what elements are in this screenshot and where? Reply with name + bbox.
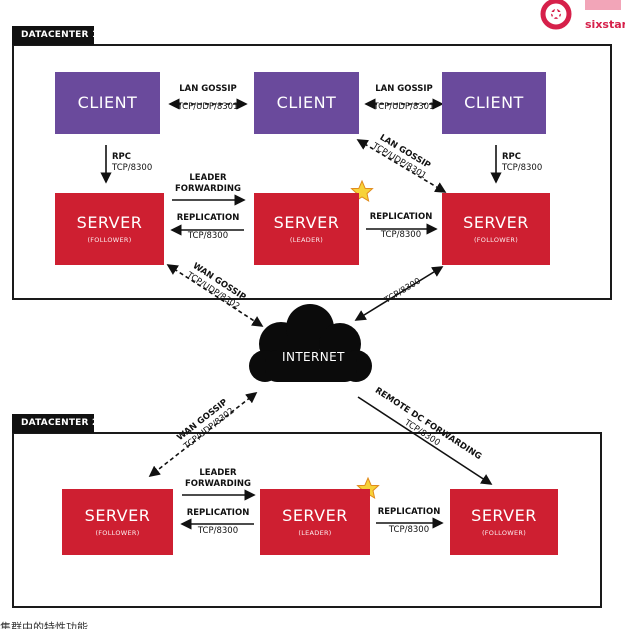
- label-lan-gossip-1: LAN GOSSIP TCP/UDP/8301: [168, 84, 248, 112]
- server-title: SERVER: [273, 212, 340, 232]
- client-node-dc1-right: CLIENT: [442, 72, 546, 134]
- edge-proto: TCP/8300: [380, 229, 422, 240]
- server-node-dc1-mid: SERVER (LEADER): [254, 193, 359, 265]
- edge-proto: TCP/8300: [388, 524, 430, 535]
- edge-title: LEADER FORWARDING: [174, 173, 241, 194]
- server-role: (FOLLOWER): [87, 235, 132, 244]
- label-lan-gossip-2: LAN GOSSIP TCP/UDP/8301: [364, 84, 444, 112]
- server-node-dc2-right: SERVER (FOLLOWER): [450, 489, 558, 555]
- edge-title: REPLICATION: [176, 213, 240, 223]
- client-node-dc1-left: CLIENT: [55, 72, 160, 134]
- edge-lan-gossip-diag: [356, 139, 447, 193]
- sixstar-logo-icon: [540, 0, 572, 30]
- server-role: (LEADER): [298, 528, 332, 537]
- edge-proto: TCP/8300: [112, 162, 153, 173]
- edge-proto: TCP/8300: [187, 230, 229, 241]
- edge-proto: TCP/UDP/8301: [373, 101, 435, 112]
- edge-remote-dc-forwarding: [357, 396, 493, 485]
- edge-title: RPC: [502, 152, 522, 162]
- server-role: (FOLLOWER): [481, 528, 527, 537]
- label-dc2-leader-forwarding: LEADER FORWARDING: [178, 468, 258, 489]
- client-title: CLIENT: [276, 93, 337, 112]
- label-rpc-left: RPC TCP/8300: [112, 152, 152, 173]
- datacenter-1-frame: [12, 44, 612, 300]
- edge-title: RPC: [112, 152, 132, 162]
- client-title: CLIENT: [464, 93, 524, 112]
- edge-title: REPLICATION: [186, 508, 250, 518]
- edge-title: LAN GOSSIP: [375, 84, 433, 94]
- caption-text: 集群中的特性功能: [0, 621, 88, 629]
- server-role: (FOLLOWER): [473, 235, 519, 244]
- datacenter-2-frame: [12, 432, 602, 608]
- server-role: (FOLLOWER): [95, 528, 140, 537]
- label-rpc-right: RPC TCP/8300: [502, 152, 542, 173]
- label-dc2-replication-left: REPLICATION TCP/8300: [178, 508, 258, 536]
- client-node-dc1-mid: CLIENT: [254, 72, 359, 134]
- server-title: SERVER: [463, 212, 529, 232]
- edge-proto: TCP/8300: [197, 525, 239, 536]
- edge-wan-gossip-dc2: [148, 391, 258, 478]
- server-title: SERVER: [471, 505, 537, 525]
- client-title: CLIENT: [77, 93, 138, 112]
- internet-label: INTERNET: [282, 350, 345, 364]
- datacenter-1-label: DATACENTER 1: [12, 26, 98, 45]
- label-dc1-leader-forwarding: LEADER FORWARDING: [168, 173, 248, 194]
- edge-proto: TCP/UDP/8301: [177, 101, 239, 112]
- edge-wan-gossip-dc1: [166, 264, 264, 327]
- server-node-dc1-right: SERVER (FOLLOWER): [442, 193, 550, 265]
- edge-proto: TCP/8300: [502, 162, 543, 173]
- server-node-dc1-left: SERVER (FOLLOWER): [55, 193, 164, 265]
- server-title: SERVER: [84, 505, 151, 525]
- datacenter-2-label: DATACENTER 2: [12, 414, 98, 433]
- server-node-dc2-left: SERVER (FOLLOWER): [62, 489, 173, 555]
- edge-title: REPLICATION: [369, 212, 433, 222]
- label-dc1-replication-left: REPLICATION TCP/8300: [168, 213, 248, 241]
- server-role: (LEADER): [289, 235, 324, 244]
- logo-text: sixstar: [585, 18, 625, 31]
- edge-title: LAN GOSSIP: [179, 84, 237, 94]
- server-title: SERVER: [76, 212, 143, 232]
- server-node-dc2-mid: SERVER (LEADER): [260, 489, 370, 555]
- internet-cloud-icon: [249, 304, 372, 382]
- label-dc1-replication-right: REPLICATION TCP/8300: [362, 212, 440, 240]
- label-dc2-replication-right: REPLICATION TCP/8300: [370, 507, 448, 535]
- edge-title: REPLICATION: [377, 507, 441, 517]
- edge-title: LEADER FORWARDING: [184, 468, 251, 489]
- server-title: SERVER: [282, 505, 348, 525]
- logo-mark-top: [585, 0, 621, 10]
- edge-tcp-internet: [354, 266, 444, 321]
